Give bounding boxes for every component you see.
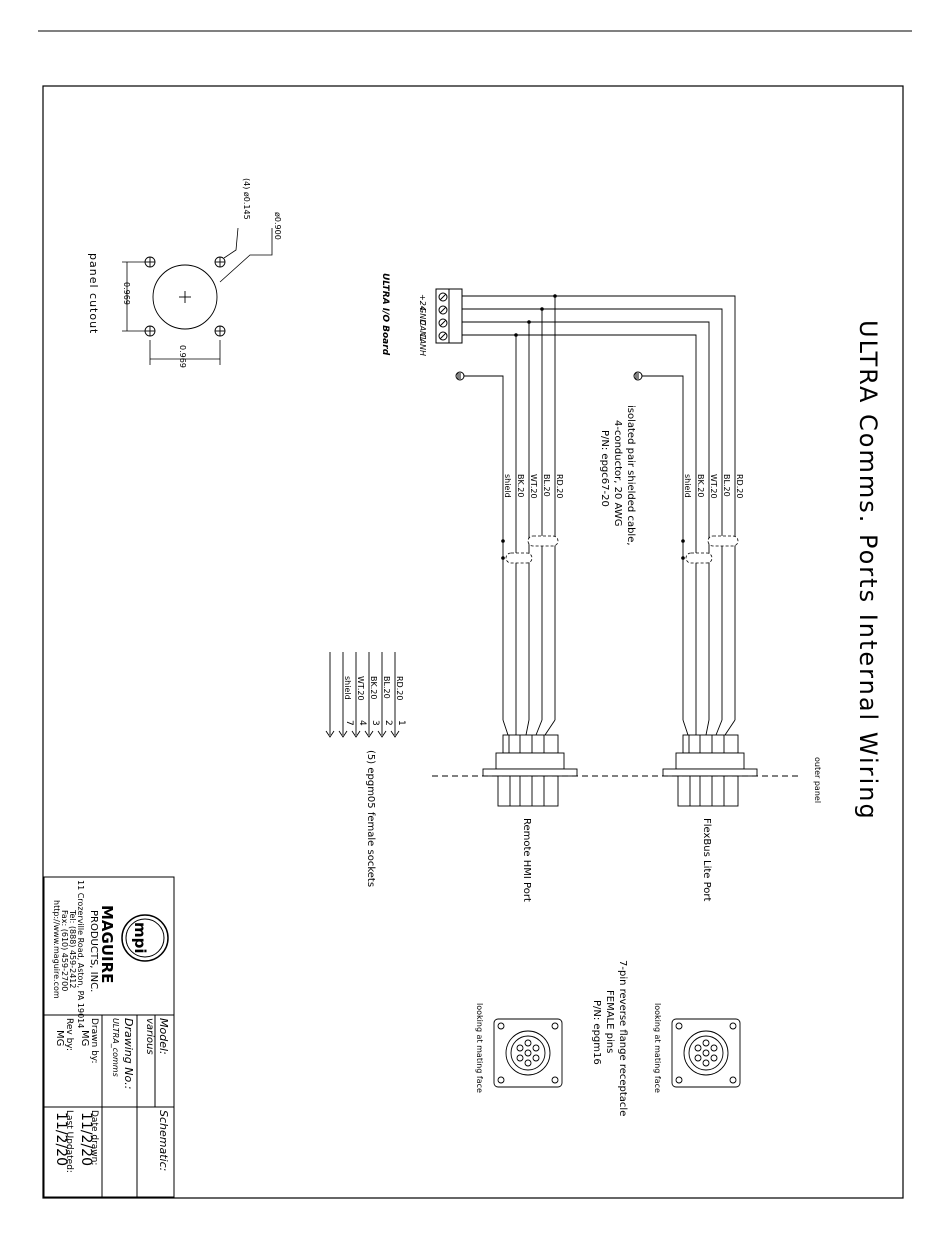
drawn-by-value: MG (79, 1030, 90, 1046)
cutout-diameter-label: ø0.900 (273, 212, 282, 240)
company-name: MAGUIRE (98, 905, 116, 983)
wires (462, 295, 736, 736)
date-drawn-value: 11/2/20 (78, 1112, 94, 1166)
legend-pin-4: 4 (357, 720, 367, 726)
last-updated-value: 11/2/20 (53, 1112, 69, 1166)
wire-label-shield-remote: shield (503, 474, 512, 498)
terminal-plus24-label: +24 (418, 294, 427, 311)
wire-label-bk-remote: BK.20 (516, 474, 525, 497)
flexbus-port-label: FlexBus Lite Port (701, 818, 712, 902)
company-fax: Fax: (610) 459-2700 (60, 910, 69, 991)
wire-label-bl-flex: BL.20 (722, 474, 731, 497)
legend-pin-1: 1 (396, 720, 406, 726)
ground-symbol-remote (455, 371, 465, 381)
terminal-block (435, 288, 463, 344)
ground-symbol-flexbus (633, 371, 643, 381)
legend-wire-wt: WT.20 (356, 676, 365, 701)
drawing-title: ULTRA Comms. Ports Internal Wiring (854, 320, 882, 821)
model-label: Model: (157, 1018, 170, 1055)
legend-pin-7: 7 (344, 720, 354, 726)
legend-pin-3: 3 (370, 720, 380, 726)
wire-label-rd-remote: RD.20 (555, 474, 564, 498)
receptacle-line2: FEMALE pins (604, 990, 615, 1053)
legend-pin-2: 2 (383, 720, 393, 726)
wire-label-wt-remote: WT.20 (529, 474, 538, 499)
rev-by-label: Rev by: (64, 1018, 74, 1051)
company-web: http://www.maguire.com (52, 900, 61, 999)
outer-panel-label: outer panel (813, 757, 822, 803)
wire-label-bk-flex: BK.20 (696, 474, 705, 497)
last-updated-label: Last Updated: (64, 1110, 74, 1173)
cable-desc-line1: isolated pair shielded cable, (625, 405, 636, 546)
rev-by-value: MG (54, 1030, 65, 1046)
drawn-by-label: Drawn by: (89, 1018, 99, 1064)
terminal-canl-label: CANL (418, 320, 427, 342)
flexbus-mating-label: looking at mating face (653, 1003, 662, 1093)
company-tel: Tel: (888) 459-2412 (68, 909, 77, 988)
cutout-label: panel cutout (87, 253, 100, 334)
wire-label-bl-remote: BL.20 (542, 474, 551, 497)
logo-text: mpi (131, 922, 149, 954)
model-value: various (144, 1018, 155, 1055)
flexbus-connector (662, 734, 758, 807)
receptacle-line3: P/N: epgm16 (591, 1000, 602, 1065)
wire-label-shield-flex: shield (683, 474, 692, 498)
panel-cutout (144, 256, 226, 337)
remote-mating-label: looking at mating face (475, 1003, 484, 1093)
title-block (43, 876, 175, 1198)
wire-label-wt-flex: WT.20 (709, 474, 718, 499)
company-name-2: PRODUCTS, INC. (88, 910, 99, 992)
cutout-dim-vertical: 0.969 (122, 282, 131, 305)
terminal-gnd-label: GND (418, 307, 427, 325)
drawing-no-value: ULTRA_comms (111, 1018, 120, 1077)
remote-mating-face (493, 1018, 563, 1088)
cable-desc-line3: P/N: epgc67-20 (599, 430, 610, 507)
sockets-note: (5) epgm05 female sockets (365, 750, 376, 887)
schematic-label: Schematic: (157, 1110, 170, 1171)
pin-legend-lines (325, 652, 400, 738)
legend-wire-rd: RD.20 (395, 676, 404, 700)
wire-junctions (501, 294, 685, 560)
remote-connector (482, 734, 578, 807)
drawing-border (42, 85, 904, 1199)
date-drawn-label: Date drawn: (89, 1110, 99, 1165)
legend-wire-shield: shield (343, 676, 352, 700)
cutout-dim-horizontal: 0.969 (178, 345, 187, 368)
wire-label-rd-flex: RD.20 (735, 474, 744, 498)
terminal-canh-label: CANH (418, 333, 427, 356)
remote-port-label: Remote HMI Port (521, 818, 532, 902)
receptacle-line1: 7-pin reverse flange receptacle (617, 960, 628, 1116)
cable-desc-line2: 4-conductor, 20 AWG (612, 420, 623, 526)
mpi-logo (121, 914, 169, 962)
drawing-no-label: Drawing No.: (122, 1018, 135, 1089)
board-label: ULTRA I/O Board (380, 273, 390, 356)
company-address: 11 Crozerville Road, Aston, PA 19014 (76, 880, 85, 1028)
legend-wire-bl: BL.20 (382, 676, 391, 699)
cutout-dimension-lines (122, 227, 273, 365)
flexbus-mating-face (671, 1018, 741, 1088)
cutout-holes-label: (4) ø0.145 (242, 178, 251, 220)
pair-markers (505, 535, 739, 564)
legend-wire-bk: BK.20 (369, 676, 378, 699)
